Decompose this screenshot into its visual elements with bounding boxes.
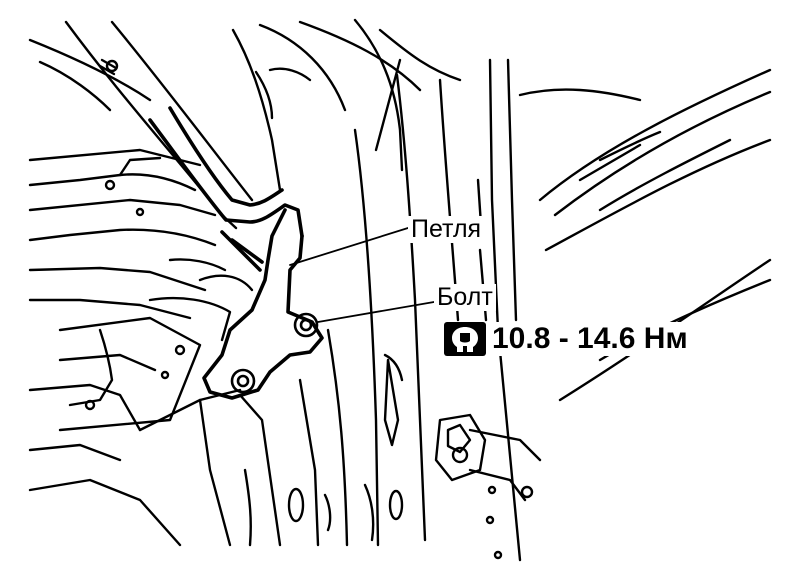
torque-spec: 10.8 - 14.6 Нм xyxy=(444,322,692,356)
hinge-bolt-lower xyxy=(230,368,256,394)
leader-hinge xyxy=(289,227,409,266)
leader-bolt xyxy=(317,301,435,323)
torque-wrench-icon xyxy=(444,322,486,356)
hinge-bolts xyxy=(230,312,319,394)
hinge-label: Петля xyxy=(408,216,485,243)
torque-value: 10.8 - 14.6 Нм xyxy=(492,322,688,355)
callout-leaders xyxy=(289,227,435,323)
body-structure xyxy=(28,18,772,562)
bolt-label: Болт xyxy=(434,284,496,311)
hinge-bolt-upper xyxy=(293,312,319,338)
hood-hinge xyxy=(148,106,324,400)
